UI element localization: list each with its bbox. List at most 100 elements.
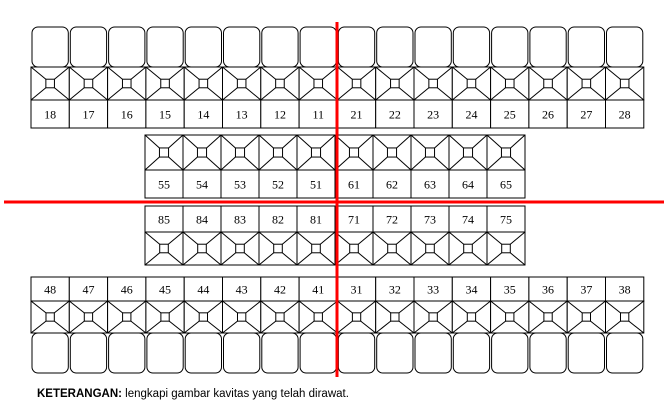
occlusal-surface bbox=[275, 312, 285, 322]
occlusal-surface bbox=[196, 147, 208, 158]
occlusal-surface bbox=[198, 312, 209, 322]
surface-divider-line bbox=[245, 300, 262, 314]
tooth-crown-box bbox=[337, 332, 376, 374]
occlusal-surface bbox=[234, 147, 246, 158]
surface-divider-line bbox=[628, 300, 645, 314]
number-cell-box bbox=[451, 99, 492, 129]
tooth-number-cell: 42 bbox=[260, 276, 300, 302]
surface-divider-line bbox=[413, 87, 430, 101]
tooth-number-cell: 11 bbox=[298, 99, 338, 129]
tooth-number-cell: 85 bbox=[144, 205, 184, 233]
surface-divider-line bbox=[433, 252, 450, 266]
surface-divider-line bbox=[605, 320, 621, 334]
surface-divider-line bbox=[566, 87, 583, 101]
occlusal-surface bbox=[543, 312, 553, 322]
tooth-number: 45 bbox=[159, 283, 171, 297]
tooth-number-cell: 71 bbox=[334, 205, 374, 233]
tooth-crown-box bbox=[261, 26, 299, 68]
surface-divider-line bbox=[107, 320, 123, 334]
tooth-number-cell: 41 bbox=[298, 276, 338, 302]
surface-divider-line bbox=[372, 156, 388, 171]
surface-divider-line bbox=[92, 300, 108, 314]
surface-divider-line bbox=[509, 231, 526, 245]
surface-divider-line bbox=[437, 320, 453, 334]
surface-divider-line bbox=[54, 320, 70, 334]
tooth-48: 48 bbox=[30, 276, 70, 374]
surface-divider-line bbox=[472, 134, 488, 149]
surface-divider-line bbox=[395, 252, 412, 266]
tooth-number: 48 bbox=[44, 283, 56, 297]
occlusal-surface bbox=[160, 78, 170, 89]
number-cell-box bbox=[448, 169, 488, 199]
tooth-number-cell: 61 bbox=[334, 169, 374, 199]
tooth-23: 23 bbox=[413, 26, 453, 129]
surface-divider-line bbox=[243, 231, 260, 245]
occlusal-surface bbox=[619, 312, 630, 322]
surface-divider-line bbox=[54, 66, 70, 80]
surface-divider-line bbox=[337, 320, 353, 334]
tooth-27: 27 bbox=[566, 26, 607, 129]
number-cell-box bbox=[490, 99, 530, 129]
tooth-crown-box bbox=[376, 26, 414, 68]
surface-divider-line bbox=[130, 300, 147, 314]
surface-divider-line bbox=[107, 66, 123, 80]
surface-divider-line bbox=[54, 300, 70, 314]
surface-divider-line bbox=[144, 231, 161, 245]
surface-divider-line bbox=[92, 87, 108, 101]
tooth-number: 52 bbox=[272, 178, 284, 192]
surface-divider-line bbox=[319, 231, 336, 245]
tooth-number: 23 bbox=[427, 108, 439, 122]
surface-divider-line bbox=[298, 87, 315, 101]
number-cell-box bbox=[605, 99, 645, 129]
tooth-number-cell: 26 bbox=[528, 99, 568, 129]
tooth-surface-diagram bbox=[490, 300, 530, 334]
surface-divider-line bbox=[486, 134, 502, 149]
surface-divider-line bbox=[283, 300, 300, 314]
occlusal-surface bbox=[390, 312, 400, 322]
tooth-crown-box bbox=[108, 332, 146, 374]
occlusal-surface bbox=[310, 147, 322, 158]
number-cell-box bbox=[145, 276, 185, 302]
tooth-crown-box bbox=[452, 26, 491, 68]
occlusal-surface bbox=[504, 78, 515, 89]
number-cell-box bbox=[144, 169, 184, 199]
surface-divider-line bbox=[68, 66, 85, 80]
tooth-26: 26 bbox=[528, 26, 568, 129]
surface-divider-line bbox=[92, 66, 108, 80]
surface-divider-line bbox=[372, 231, 389, 245]
surface-divider-line bbox=[410, 252, 427, 266]
tooth-surface-diagram bbox=[183, 300, 223, 334]
tooth-crown-box bbox=[337, 26, 376, 68]
tooth-surface-diagram bbox=[30, 300, 70, 334]
surface-divider-line bbox=[244, 134, 260, 149]
occlusal-surface bbox=[348, 147, 360, 158]
surface-divider-line bbox=[169, 87, 185, 101]
surface-divider-line bbox=[130, 66, 147, 80]
tooth-crown-box bbox=[414, 332, 452, 374]
surface-divider-line bbox=[244, 156, 260, 171]
tooth-number: 35 bbox=[504, 283, 516, 297]
surface-divider-line bbox=[396, 156, 412, 171]
tooth-84: 84 bbox=[182, 205, 222, 266]
tooth-47: 47 bbox=[68, 276, 109, 374]
surface-divider-line bbox=[410, 134, 426, 149]
instruction-note: KETERANGAN: lengkapi gambar kavitas yang… bbox=[37, 388, 349, 400]
surface-divider-line bbox=[360, 66, 377, 80]
tooth-number: 82 bbox=[272, 213, 284, 227]
number-cell-box bbox=[144, 205, 184, 233]
number-cell-box bbox=[486, 169, 526, 199]
surface-divider-line bbox=[258, 134, 274, 149]
tooth-74: 74 bbox=[448, 205, 488, 266]
surface-divider-line bbox=[451, 87, 468, 101]
tooth-surface-diagram bbox=[413, 300, 453, 334]
tooth-crown-box bbox=[491, 26, 529, 68]
surface-divider-line bbox=[528, 300, 545, 314]
tooth-surface-diagram bbox=[222, 300, 262, 334]
surface-divider-line bbox=[68, 87, 85, 101]
surface-divider-line bbox=[605, 66, 621, 80]
surface-divider-line bbox=[182, 231, 199, 245]
tooth-surface-diagram bbox=[486, 231, 526, 266]
surface-divider-line bbox=[472, 156, 488, 171]
surface-divider-line bbox=[358, 156, 374, 171]
